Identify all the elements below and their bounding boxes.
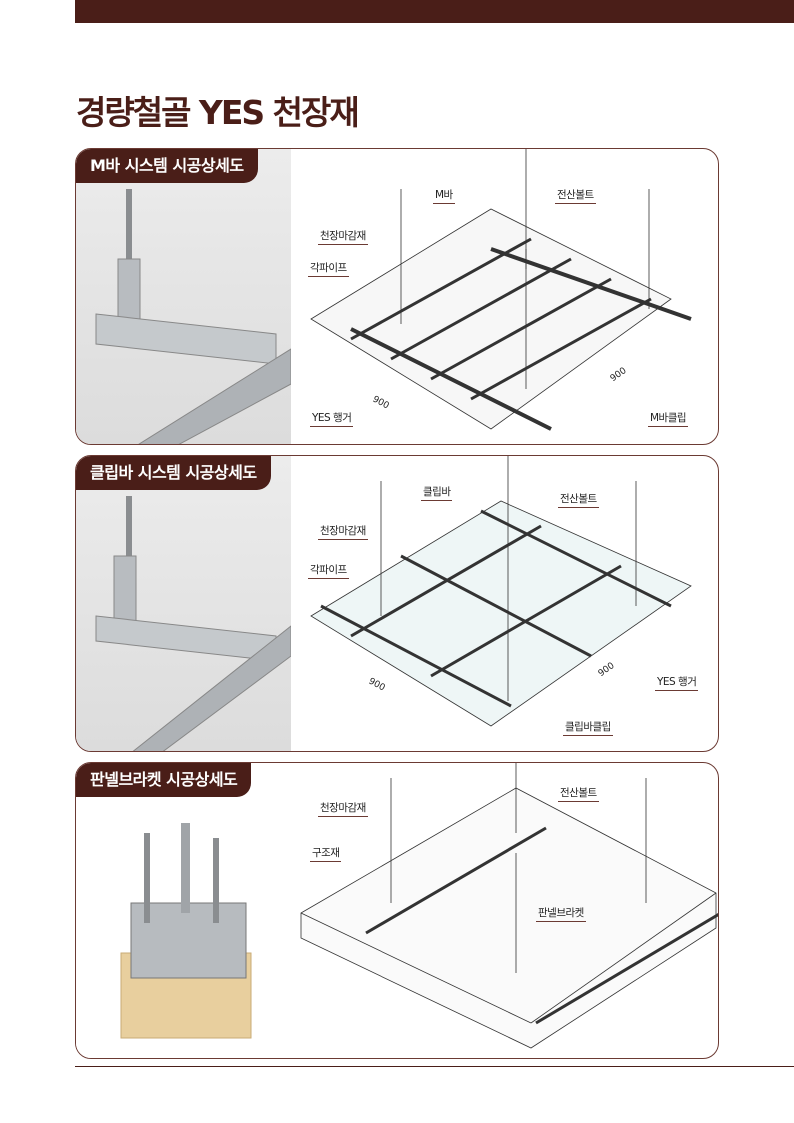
- panel-mbar-system: M바 시스템 시공상세도: [75, 148, 719, 445]
- panel-tab: 클립바 시스템 시공상세도: [76, 456, 271, 490]
- panel-tab: 판넬브라켓 시공상세도: [76, 763, 252, 797]
- label-clip: 클립바클립: [563, 719, 613, 736]
- label-clip: M바클립: [648, 410, 689, 427]
- product-photo-bracket: [76, 763, 291, 1058]
- label-bracket: 판넬브라켓: [536, 905, 586, 922]
- panel-clipbar-system: 클립바 시스템 시공상세도: [75, 455, 719, 752]
- bracket-diagram-drawing: [300, 763, 718, 1049]
- diagram-bracket: [291, 763, 718, 1058]
- label-finish: 천장마감재: [318, 228, 368, 245]
- label-struct: 구조재: [310, 845, 342, 862]
- page-title: 경량철골 YES 천장재: [76, 93, 360, 132]
- clipbar-photo-illustration: [95, 496, 292, 751]
- label-hanger: YES 행거: [310, 410, 354, 427]
- product-photo-mbar: [76, 149, 292, 444]
- label-pipe: 각파이프: [308, 260, 349, 277]
- label-bolt: 전산볼트: [555, 187, 596, 204]
- label-clipbar: 클립바: [421, 484, 453, 501]
- label-finish: 천장마감재: [318, 800, 368, 817]
- mbar-photo-illustration: [95, 189, 292, 444]
- clipbar-diagram-drawing: [310, 456, 692, 727]
- panel-bracket-system: 판넬브라켓 시공상세도: [75, 762, 719, 1059]
- label-mbar: M바: [433, 187, 455, 204]
- product-photo-clipbar: [76, 456, 292, 751]
- footer-divider: [75, 1066, 794, 1067]
- label-bolt: 전산볼트: [558, 785, 599, 802]
- top-bar: [75, 0, 794, 23]
- diagram-mbar: [291, 149, 718, 444]
- label-hanger: YES 행거: [655, 674, 699, 691]
- bracket-photo-illustration: [120, 823, 252, 1039]
- mbar-diagram-drawing: [310, 149, 692, 431]
- label-bolt: 전산볼트: [558, 491, 599, 508]
- label-finish: 천장마감재: [318, 523, 368, 540]
- panel-tab: M바 시스템 시공상세도: [76, 149, 258, 183]
- diagram-clipbar: [291, 456, 718, 751]
- label-pipe: 각파이프: [308, 562, 349, 579]
